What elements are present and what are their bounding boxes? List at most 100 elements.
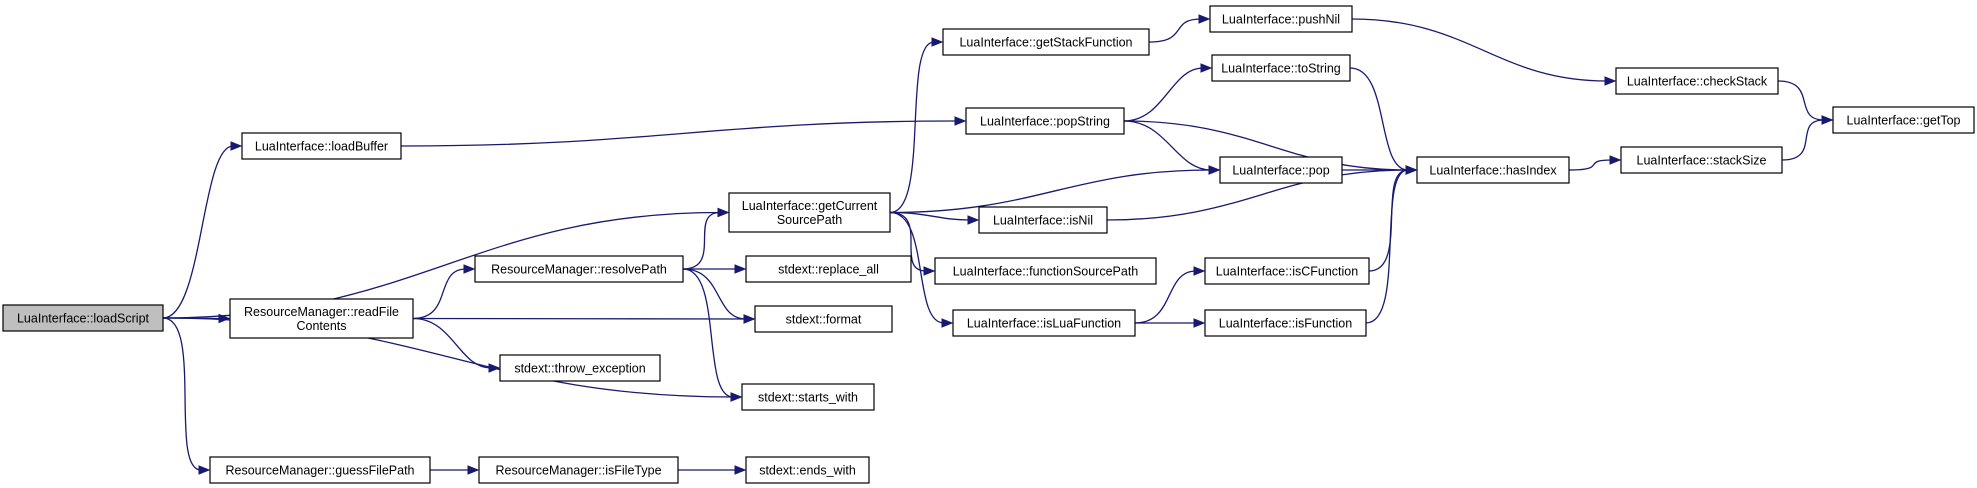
node-box (745, 456, 870, 484)
node-toString[interactable]: LuaInterface::toString (1211, 54, 1351, 82)
node-box (1416, 156, 1570, 184)
call-edge-arrowhead (1193, 318, 1206, 328)
call-edge-arrowhead (230, 141, 243, 151)
node-throwException[interactable]: stdext::throw_exception (499, 354, 661, 382)
node-label: SourcePath (777, 213, 842, 227)
call-edge-arrowhead (1198, 14, 1211, 24)
call-edge-arrowhead (467, 465, 480, 475)
node-box (1204, 257, 1370, 285)
node-box (209, 456, 431, 484)
node-label: LuaInterface::pushNil (1222, 13, 1340, 27)
call-edge-arrowhead (954, 116, 967, 126)
call-edge-isLuaFunction-to-isCFunction (1134, 270, 1197, 324)
call-edge-pushNil-to-checkStack (1351, 18, 1608, 82)
node-box (1615, 67, 1779, 95)
node-box (1204, 309, 1367, 337)
node-box (499, 354, 661, 382)
node-label: LuaInterface::getCurrent (742, 199, 878, 213)
node-hasIndex[interactable]: LuaInterface::hasIndex (1416, 156, 1570, 184)
node-box (934, 257, 1157, 285)
call-edge-isCFunction-to-hasIndex (1368, 169, 1409, 272)
call-edge-arrowhead (198, 465, 211, 475)
call-edge-readFile-to-throwException (412, 317, 492, 369)
call-edge-arrowhead (941, 318, 954, 328)
call-edge-arrowhead (734, 264, 747, 274)
call-edge-popString-to-pop (1123, 120, 1212, 171)
node-isNil[interactable]: LuaInterface::isNil (978, 206, 1108, 234)
node-startsWith[interactable]: stdext::starts_with (741, 383, 875, 411)
node-label: ResourceManager::guessFilePath (226, 464, 415, 478)
call-edge-arrowhead (923, 266, 936, 276)
node-stackSize[interactable]: LuaInterface::stackSize (1620, 146, 1783, 174)
node-box (474, 255, 684, 283)
node-getStackFunction[interactable]: LuaInterface::getStackFunction (942, 28, 1150, 56)
node-pushNil[interactable]: LuaInterface::pushNil (1209, 5, 1353, 33)
node-pop[interactable]: LuaInterface::pop (1219, 156, 1343, 184)
node-label: stdext::replace_all (778, 263, 879, 277)
node-getTop[interactable]: LuaInterface::getTop (1832, 106, 1975, 134)
node-label: LuaInterface::getStackFunction (959, 36, 1132, 50)
node-box (1219, 156, 1343, 184)
node-label: LuaInterface::loadScript (17, 312, 150, 326)
node-box (1211, 54, 1351, 82)
node-box (2, 304, 164, 332)
node-popString[interactable]: LuaInterface::popString (965, 107, 1125, 135)
node-label: stdext::format (786, 313, 862, 327)
node-box (728, 192, 891, 233)
node-format[interactable]: stdext::format (754, 305, 893, 333)
node-label: LuaInterface::isLuaFunction (967, 317, 1121, 331)
node-isFunction[interactable]: LuaInterface::isFunction (1204, 309, 1367, 337)
call-edge-hasIndex-to-stackSize (1568, 159, 1613, 171)
node-endsWith[interactable]: stdext::ends_with (745, 456, 870, 484)
node-checkStack[interactable]: LuaInterface::checkStack (1615, 67, 1779, 95)
node-functionSourcePath[interactable]: LuaInterface::functionSourcePath (934, 257, 1157, 285)
node-label: LuaInterface::isNil (993, 214, 1093, 228)
call-edge-resolvePath-to-startsWith (682, 268, 734, 398)
node-label: LuaInterface::isFunction (1219, 317, 1352, 331)
node-label: LuaInterface::loadBuffer (255, 140, 388, 154)
node-label: LuaInterface::getTop (1847, 114, 1961, 128)
call-edge-arrowhead (931, 37, 944, 47)
call-edge-isFunction-to-hasIndex (1365, 169, 1409, 324)
node-loadBuffer[interactable]: LuaInterface::loadBuffer (241, 132, 402, 160)
node-box (745, 255, 912, 283)
node-box (741, 383, 875, 411)
node-label: ResourceManager::resolvePath (491, 263, 667, 277)
call-edge-arrowhead (1604, 76, 1617, 86)
node-label: ResourceManager::readFile (244, 305, 399, 319)
node-resolvePath[interactable]: ResourceManager::resolvePath (474, 255, 684, 283)
node-isLuaFunction[interactable]: LuaInterface::isLuaFunction (952, 309, 1136, 337)
call-edge-arrowhead (1405, 165, 1418, 175)
call-edge-resolvePath-to-getCurrentSourcePath (682, 211, 721, 270)
node-label: LuaInterface::isCFunction (1216, 265, 1358, 279)
node-box (1620, 146, 1783, 174)
node-isFileType[interactable]: ResourceManager::isFileType (478, 456, 679, 484)
node-label: LuaInterface::functionSourcePath (953, 265, 1139, 279)
node-isCFunction[interactable]: LuaInterface::isCFunction (1204, 257, 1370, 285)
call-edge-loadBuffer-to-popString (400, 120, 958, 147)
call-edge-getCurrentSourcePath-to-getStackFunction (889, 41, 935, 214)
call-edge-arrowhead (1193, 266, 1206, 276)
node-box (1832, 106, 1975, 134)
call-edge-arrowhead (488, 363, 501, 373)
call-edge-getCurrentSourcePath-to-pop (889, 169, 1212, 214)
call-edge-popString-to-hasIndex (1123, 120, 1409, 171)
call-edge-arrowhead (218, 313, 231, 324)
call-edge-toString-to-hasIndex (1349, 67, 1409, 171)
call-edge-loadScript-to-guessFilePath (162, 317, 202, 471)
node-box (1209, 5, 1353, 33)
call-edge-arrowhead (734, 465, 747, 475)
node-replaceAll[interactable]: stdext::replace_all (745, 255, 912, 283)
call-edge-arrowhead (967, 215, 980, 225)
call-edge-checkStack-to-getTop (1777, 80, 1825, 121)
node-box (478, 456, 679, 484)
call-edge-arrowhead (730, 392, 743, 402)
node-guessFilePath[interactable]: ResourceManager::guessFilePath (209, 456, 431, 484)
node-label: LuaInterface::pop (1232, 164, 1329, 178)
node-label: LuaInterface::toString (1221, 62, 1341, 76)
node-loadScript[interactable]: LuaInterface::loadScript (2, 304, 164, 332)
node-box (229, 298, 414, 339)
